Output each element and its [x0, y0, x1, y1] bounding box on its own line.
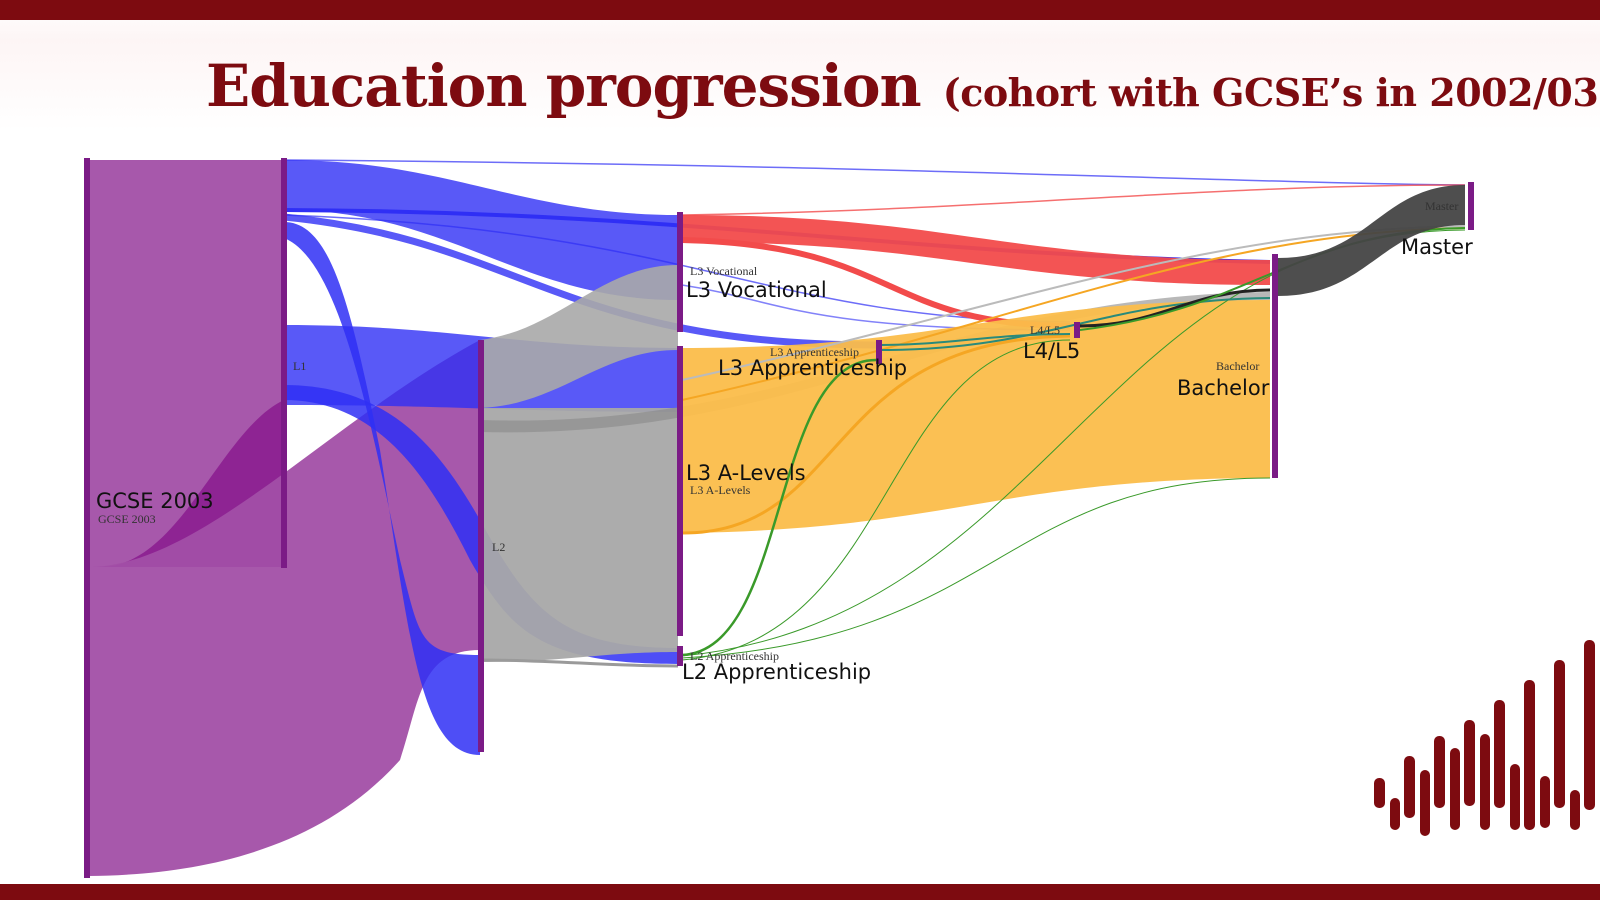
node-bachelor: [1272, 254, 1278, 478]
slide-title: Education progression (cohort with GCSE’s…: [206, 52, 1600, 120]
label-l2-apprenticeship: L2 Apprenticeship: [682, 660, 871, 684]
node-l3-alevels: [677, 346, 683, 636]
flow-bachelor-master: [1278, 185, 1465, 296]
flow-l1-l2: [284, 222, 480, 755]
flow-l2-l3-vocational: [480, 265, 678, 408]
flow-l1-master: [283, 159, 1466, 186]
flow-l3appr-l4l5: [879, 333, 1071, 346]
node-l2-apprenticeship: [677, 646, 683, 666]
node-l1: [281, 158, 287, 568]
title-subtitle: (cohort with GCSE’s in 2002/03): [942, 70, 1600, 115]
label-l2-apprenticeship-small: L2 Apprenticeship: [690, 649, 779, 663]
label-l3-vocational-small: L3 Vocational: [690, 264, 758, 278]
label-l3-alevels-small: L3 A-Levels: [690, 483, 751, 497]
brand-logo-icon: [1374, 640, 1595, 836]
top-frame-bar: [0, 0, 1600, 20]
label-l1-small: L1: [293, 359, 306, 373]
node-l4l5: [1074, 322, 1080, 338]
label-master: Master: [1401, 235, 1473, 259]
bottom-frame-bar: [0, 884, 1600, 900]
label-bachelor-small: Bachelor: [1216, 359, 1259, 373]
node-l3-apprenticeship: [876, 340, 882, 364]
node-gcse: [84, 158, 90, 878]
flow-alevels-master: [681, 227, 1466, 401]
label-master-small: Master: [1425, 199, 1458, 213]
flow-vocational-master: [681, 184, 1466, 216]
node-l2: [478, 340, 484, 752]
nodes: [84, 158, 1474, 878]
label-gcse-small: GCSE 2003: [98, 512, 156, 526]
flow-l1-l3-apprenticeship: [283, 213, 877, 349]
flow-l4l5-bachelor: [1079, 288, 1271, 328]
label-l3-apprenticeship-small: L3 Apprenticeship: [770, 345, 859, 359]
node-master: [1468, 182, 1474, 230]
label-bachelor: Bachelor: [1177, 376, 1270, 400]
flow-alevels-master-2: [681, 225, 1466, 381]
flow-l2-l3-alevels: [480, 408, 678, 662]
flow-l1-l4l5: [283, 214, 1071, 323]
label-l4l5-small: L4/L5: [1030, 323, 1060, 337]
label-gcse: GCSE 2003: [96, 489, 214, 513]
label-l4l5: L4/L5: [1023, 339, 1080, 363]
title-main: Education progression: [206, 52, 922, 120]
labels: GCSE 2003 GCSE 2003 L1 L2 L3 Vocational …: [96, 199, 1473, 684]
label-l2-small: L2: [492, 540, 505, 554]
label-l3-alevels: L3 A-Levels: [686, 461, 806, 485]
flow-l2appr-bachelor: [681, 477, 1271, 659]
node-l3-vocational: [677, 212, 683, 332]
flow-alevels-bachelor: [682, 300, 1270, 533]
label-l3-vocational: L3 Vocational: [686, 278, 827, 302]
flows: [88, 159, 1466, 876]
label-l3-apprenticeship: L3 Apprenticeship: [718, 356, 907, 380]
flow-l2appr-l4l5: [681, 339, 1071, 661]
flow-l2-l2-apprenticeship: [479, 658, 679, 668]
flow-l2appr-l3appr: [681, 358, 877, 657]
flow-vocational-bachelor: [682, 215, 1270, 285]
flow-alevels-l4l5: [681, 334, 1071, 535]
